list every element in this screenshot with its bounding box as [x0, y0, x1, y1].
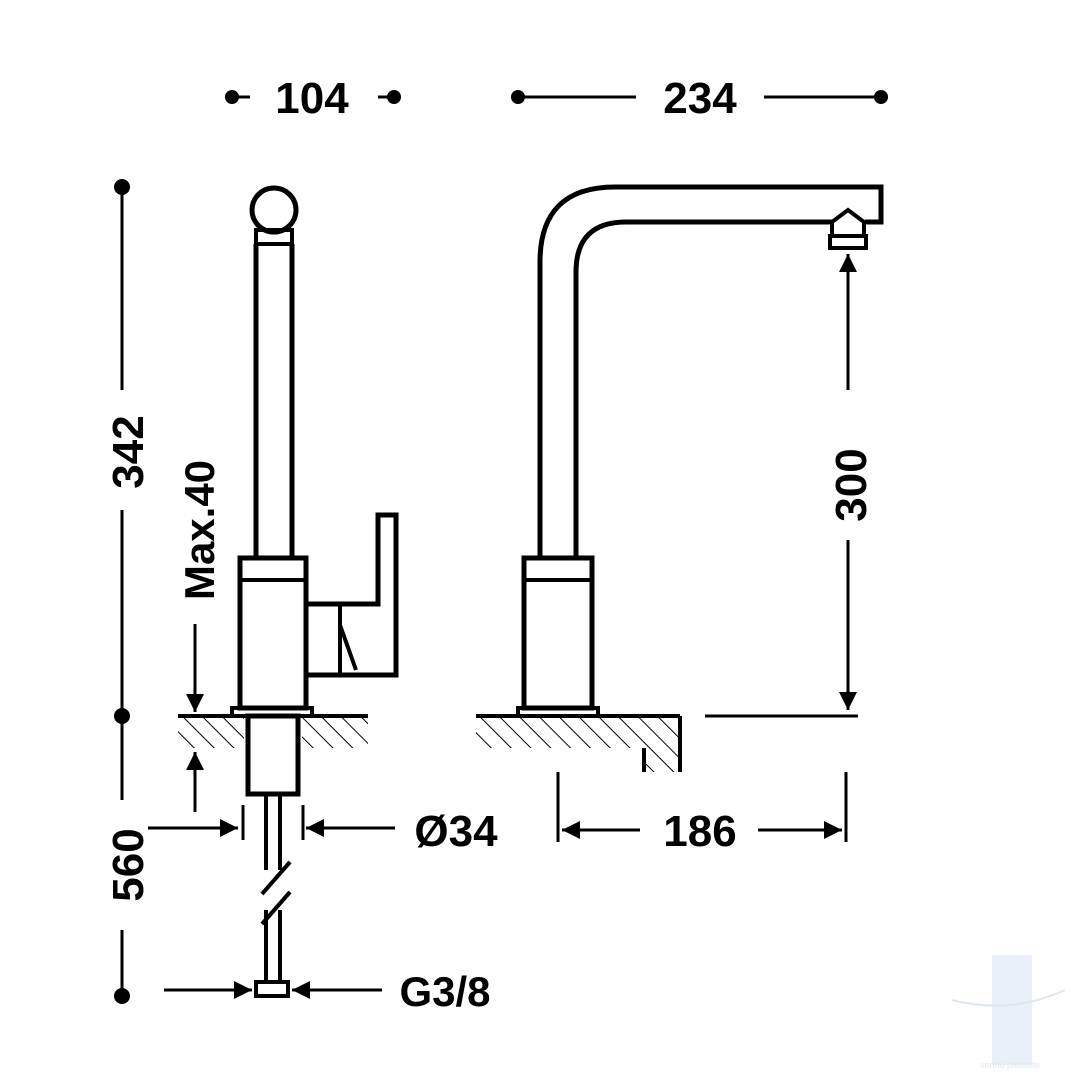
deck-left	[178, 714, 368, 748]
dim-186-label: 186	[663, 807, 736, 856]
dim-234: 234	[511, 74, 888, 123]
deck-right	[476, 714, 858, 772]
dim-342: 342	[104, 179, 153, 724]
dim-thread: G3/8	[164, 968, 491, 1015]
watermark-text: vennu passoile	[980, 1060, 1040, 1070]
dim-342-label: 342	[104, 415, 153, 488]
dim-104: 104	[225, 74, 401, 123]
dim-560: 560	[104, 716, 153, 1004]
dim-300: 300	[827, 254, 876, 710]
dim-560-label: 560	[104, 828, 153, 901]
dim-234-label: 234	[663, 74, 737, 123]
faucet-front-view	[516, 184, 884, 718]
dim-104-label: 104	[275, 74, 349, 123]
dim-thread-label: G3/8	[399, 968, 490, 1015]
dim-max40: Max.40	[176, 460, 223, 812]
dim-max40-label: Max.40	[176, 460, 223, 600]
dim-diameter-label: Ø34	[414, 807, 498, 856]
dim-186: 186	[556, 772, 848, 856]
watermark-logo: vennu passoile	[951, 955, 1066, 1070]
dim-300-label: 300	[827, 448, 876, 521]
dim-diameter: Ø34	[148, 805, 498, 856]
faucet-side-view	[230, 185, 399, 998]
